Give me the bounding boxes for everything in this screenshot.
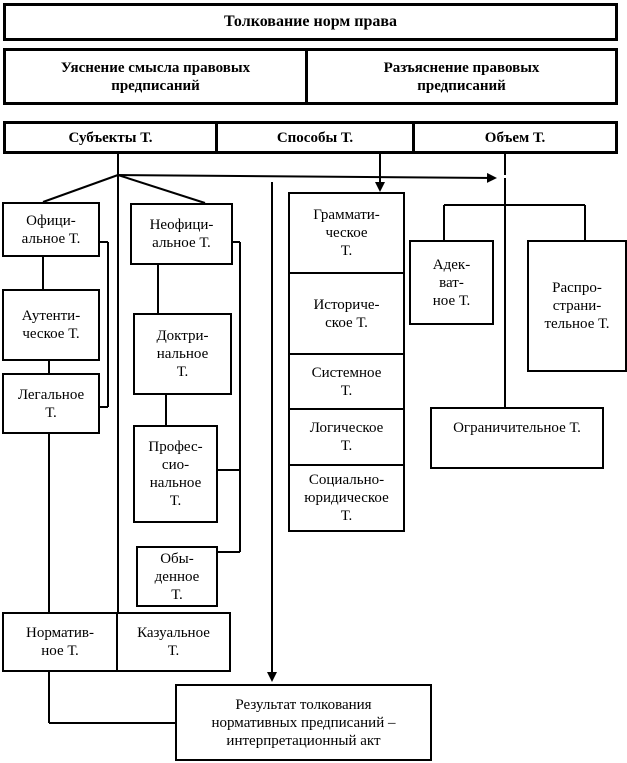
page-title: Толкование норм права: [3, 3, 618, 41]
category-scope: Объем Т.: [412, 121, 618, 154]
category-subjects: Субъекты Т.: [3, 121, 218, 154]
scope-restrictive: Ограничительное Т.: [430, 407, 604, 469]
professional-interpretation: Профес- сио- нальное Т.: [133, 425, 218, 523]
method-logical: Логическое Т.: [288, 408, 405, 466]
authentic-interpretation: Аутенти- ческое Т.: [2, 289, 100, 361]
normative-interpretation: Норматив- ное Т.: [2, 612, 118, 672]
method-historical: Историче- ское Т.: [288, 272, 405, 355]
header-clarification: Уяснение смысла правовых предписаний: [3, 48, 308, 105]
method-grammatical: Граммати- ческое Т.: [288, 192, 405, 274]
scope-adequate: Адек- ват- ное Т.: [409, 240, 494, 325]
scope-extensive: Распро- страни- тельное Т.: [527, 240, 627, 372]
everyday-interpretation: Обы- денное Т.: [136, 546, 218, 607]
header-explanation: Разъяснение правовых предписаний: [305, 48, 618, 105]
casual-interpretation: Казуальное Т.: [116, 612, 231, 672]
method-socio-legal: Социально- юридическое Т.: [288, 464, 405, 532]
method-systemic: Системное Т.: [288, 353, 405, 410]
doctrinal-interpretation: Доктри- нальное Т.: [133, 313, 232, 395]
category-methods: Способы Т.: [215, 121, 415, 154]
result-interpretation-act: Результат толкования нормативных предпис…: [175, 684, 432, 761]
unofficial-interpretation: Неофици- альное Т.: [130, 203, 233, 265]
legal-interpretation: Легальное Т.: [2, 373, 100, 434]
official-interpretation: Офици- альное Т.: [2, 202, 100, 257]
